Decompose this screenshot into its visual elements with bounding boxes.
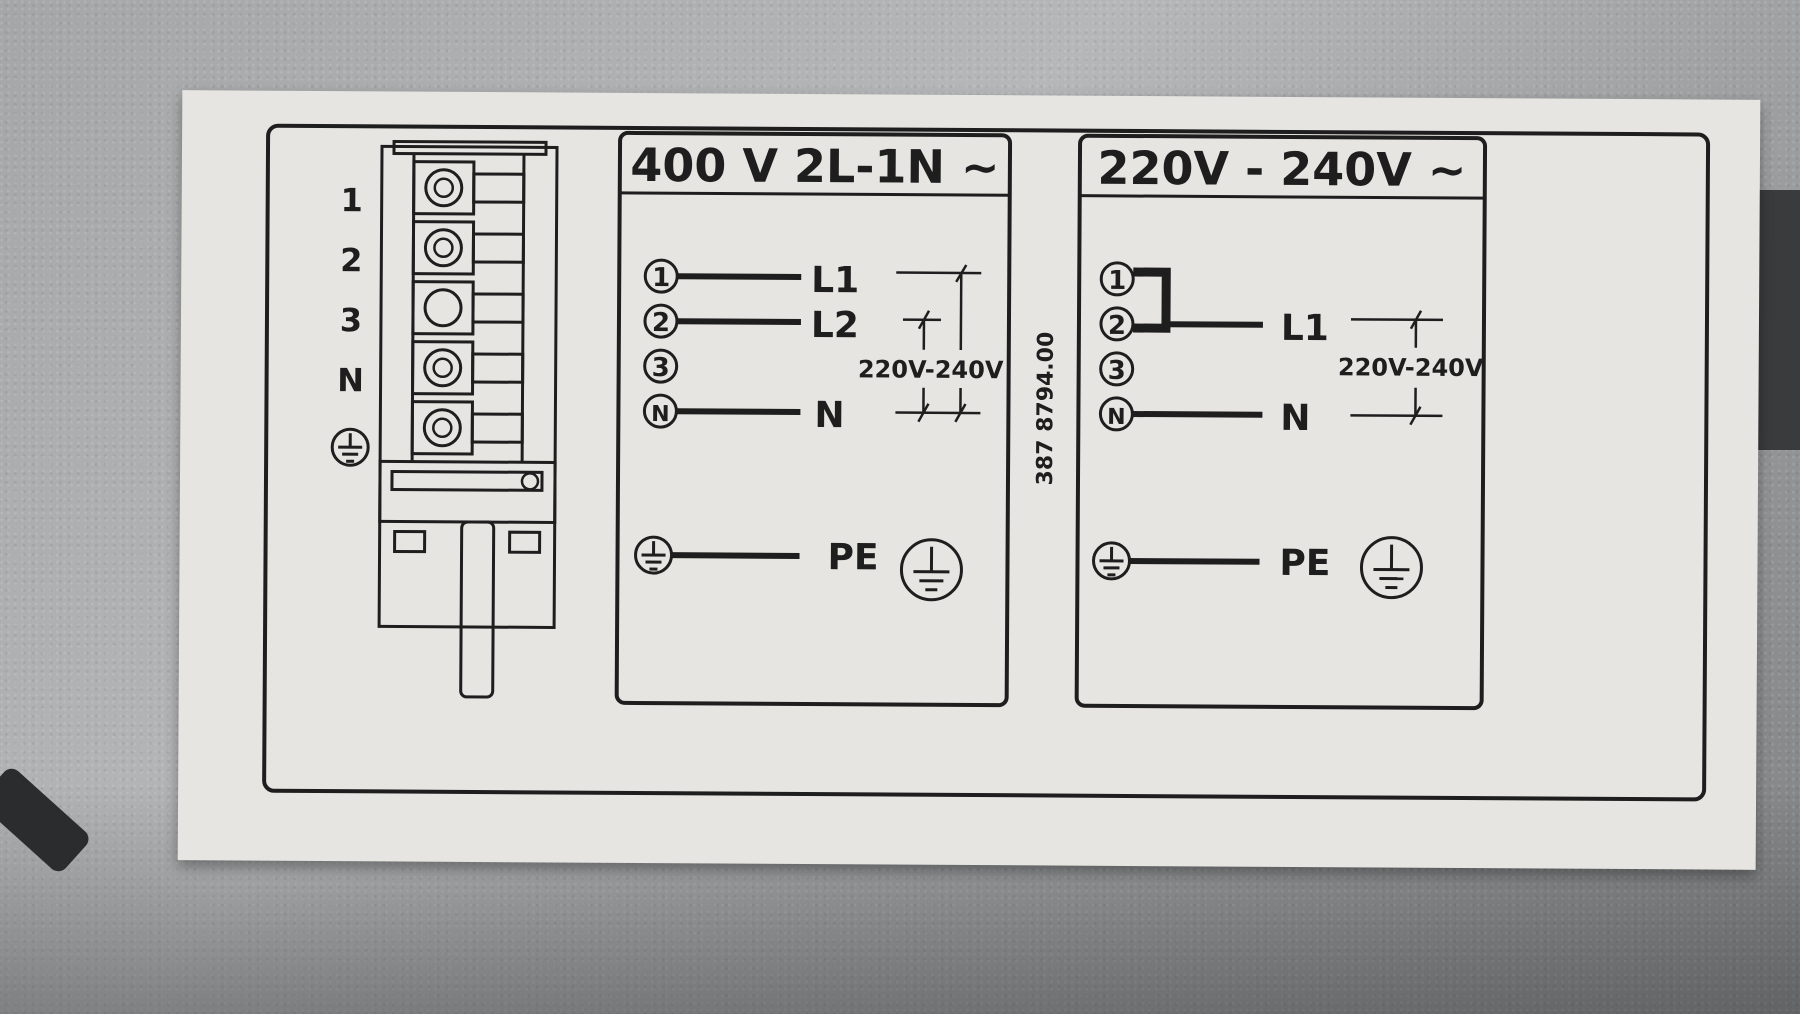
p2-jumper-bridge [1132, 267, 1171, 333]
screw-terminal-1 [412, 160, 526, 216]
terminal-label-2: 2 [340, 241, 362, 279]
p2-terminal-1: 1 [1108, 266, 1126, 296]
p1-terminal-n: N [651, 402, 670, 427]
p1-voltage-marks [895, 264, 982, 423]
p2-label-n: N [1280, 398, 1310, 439]
terminal-label-n: N [337, 361, 364, 399]
p1-terminal-3: 3 [652, 353, 670, 383]
p1-label-l2: L2 [811, 305, 859, 346]
terminal-block: 1 2 3 N [330, 139, 559, 699]
p1-voltage-label: 220V-240V [858, 355, 1004, 384]
terminal-3-empty [411, 280, 525, 336]
supply-cable [459, 520, 496, 699]
part-number: 387 8794.00 [1033, 332, 1059, 486]
p1-label-n: N [814, 395, 844, 436]
p2-terminal-3: 3 [1108, 356, 1126, 386]
panel-230v-title: 220V - 240V ~ [1097, 141, 1466, 197]
p2-earth-symbol-icon [1359, 536, 1423, 600]
wiring-diagram: 1 2 3 N [262, 123, 1711, 802]
p1-terminal-1: 1 [652, 263, 670, 293]
screw-terminal-n [411, 340, 525, 396]
outer-border [262, 123, 1711, 802]
wiring-label: 1 2 3 N [177, 90, 1761, 870]
p2-voltage-marks [1350, 310, 1443, 426]
panel-230v: 220V - 240V ~ 1 2 3 N L1 N PE [1074, 133, 1488, 711]
screw-terminal-2 [411, 220, 526, 276]
p1-label-l1: L1 [811, 260, 859, 301]
screw-terminal-pe [410, 400, 524, 456]
ground-symbol-icon [330, 427, 370, 467]
p2-voltage-label: 220V-240V [1338, 353, 1484, 382]
terminal-label-3: 3 [340, 301, 362, 339]
panel-400v: 400 V 2L-1N ~ 1 2 3 N L1 L2 N [614, 130, 1013, 708]
terminal-label-1: 1 [340, 181, 362, 219]
p2-label-pe: PE [1279, 543, 1330, 584]
p2-terminal-2: 2 [1108, 311, 1126, 341]
panel-400v-title: 400 V 2L-1N ~ [630, 138, 999, 194]
p1-ground-icon [634, 535, 674, 575]
p1-terminal-2: 2 [652, 308, 670, 338]
p1-earth-symbol-icon [899, 538, 963, 602]
p2-terminal-n: N [1107, 405, 1126, 430]
p2-label-l1: L1 [1281, 308, 1329, 349]
p1-label-pe: PE [827, 537, 878, 578]
p2-ground-icon [1092, 541, 1132, 581]
